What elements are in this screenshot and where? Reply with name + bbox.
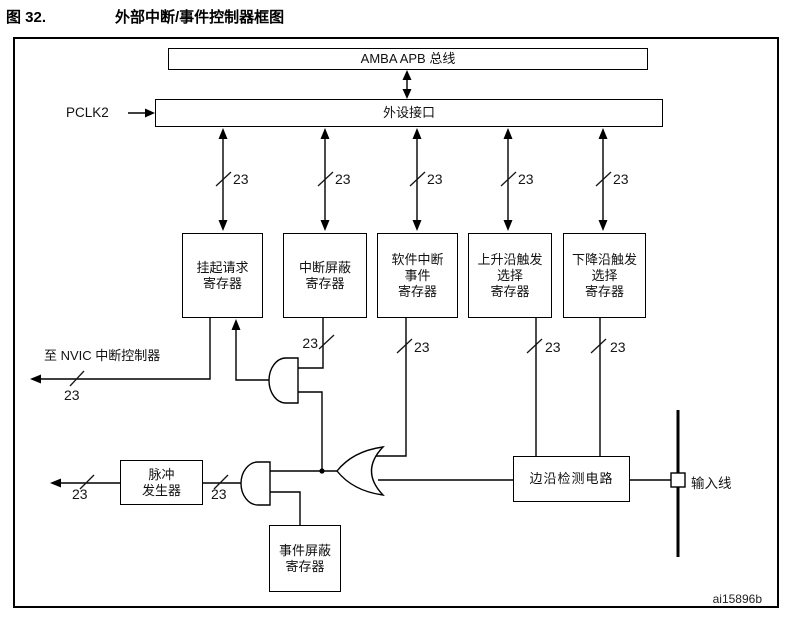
amba-apb-bus-box: AMBA APB 总线 xyxy=(168,48,648,70)
or-gate-icon xyxy=(336,446,385,496)
figure-frame xyxy=(13,37,779,608)
junction-dot-icon xyxy=(319,468,325,474)
bus-width-label: 23 xyxy=(72,486,88,502)
bus-width-label: 23 xyxy=(211,486,227,502)
arrowheads xyxy=(30,70,608,488)
figure-title: 外部中断/事件控制器框图 xyxy=(115,9,285,26)
bus-width-label: 23 xyxy=(233,171,249,187)
interrupt-mask-register-box: 中断屏蔽 寄存器 xyxy=(283,233,367,318)
interrupt-and-gate-icon xyxy=(268,357,299,404)
bus-width-label: 23 xyxy=(613,171,629,187)
bus-width-label: 23 xyxy=(545,339,561,355)
pulse-generator-box: 脉冲 发生器 xyxy=(120,460,203,505)
bus-width-label: 23 xyxy=(427,171,443,187)
edge-detect-circuit-box: 边沿检测电路 xyxy=(513,456,630,502)
peripheral-interface-box: 外设接口 xyxy=(155,99,663,127)
bus-width-label: 23 xyxy=(414,339,430,355)
rising-edge-trigger-select-register-box: 上升沿触发 选择 寄存器 xyxy=(468,233,552,318)
to-nvic-label: 至 NVIC 中断控制器 xyxy=(44,348,161,363)
software-interrupt-event-register-box: 软件中断 事件 寄存器 xyxy=(377,233,458,318)
bus-width-labels: 23 23 23 23 23 23 23 23 23 23 23 23 xyxy=(64,171,629,502)
input-line-label: 输入线 xyxy=(691,476,732,491)
bus-width-label: 23 xyxy=(64,387,80,403)
bus-width-label: 23 xyxy=(610,339,626,355)
bus-width-label: 23 xyxy=(302,335,318,351)
input-line-pad-icon xyxy=(670,472,686,488)
bus-width-label: 23 xyxy=(518,171,534,187)
falling-edge-trigger-select-register-box: 下降沿触发 选择 寄存器 xyxy=(563,233,646,318)
event-and-gate-icon xyxy=(240,461,271,506)
figure-number: 图 32. xyxy=(6,9,47,26)
pclk2-label: PCLK2 xyxy=(66,105,109,120)
event-mask-register-box: 事件屏蔽 寄存器 xyxy=(269,525,341,592)
bus-width-label: 23 xyxy=(335,171,351,187)
bus-width-slashes xyxy=(69,171,612,490)
pending-request-register-box: 挂起请求 寄存器 xyxy=(182,233,263,318)
figure-ref-label: ai15896b xyxy=(712,592,762,606)
